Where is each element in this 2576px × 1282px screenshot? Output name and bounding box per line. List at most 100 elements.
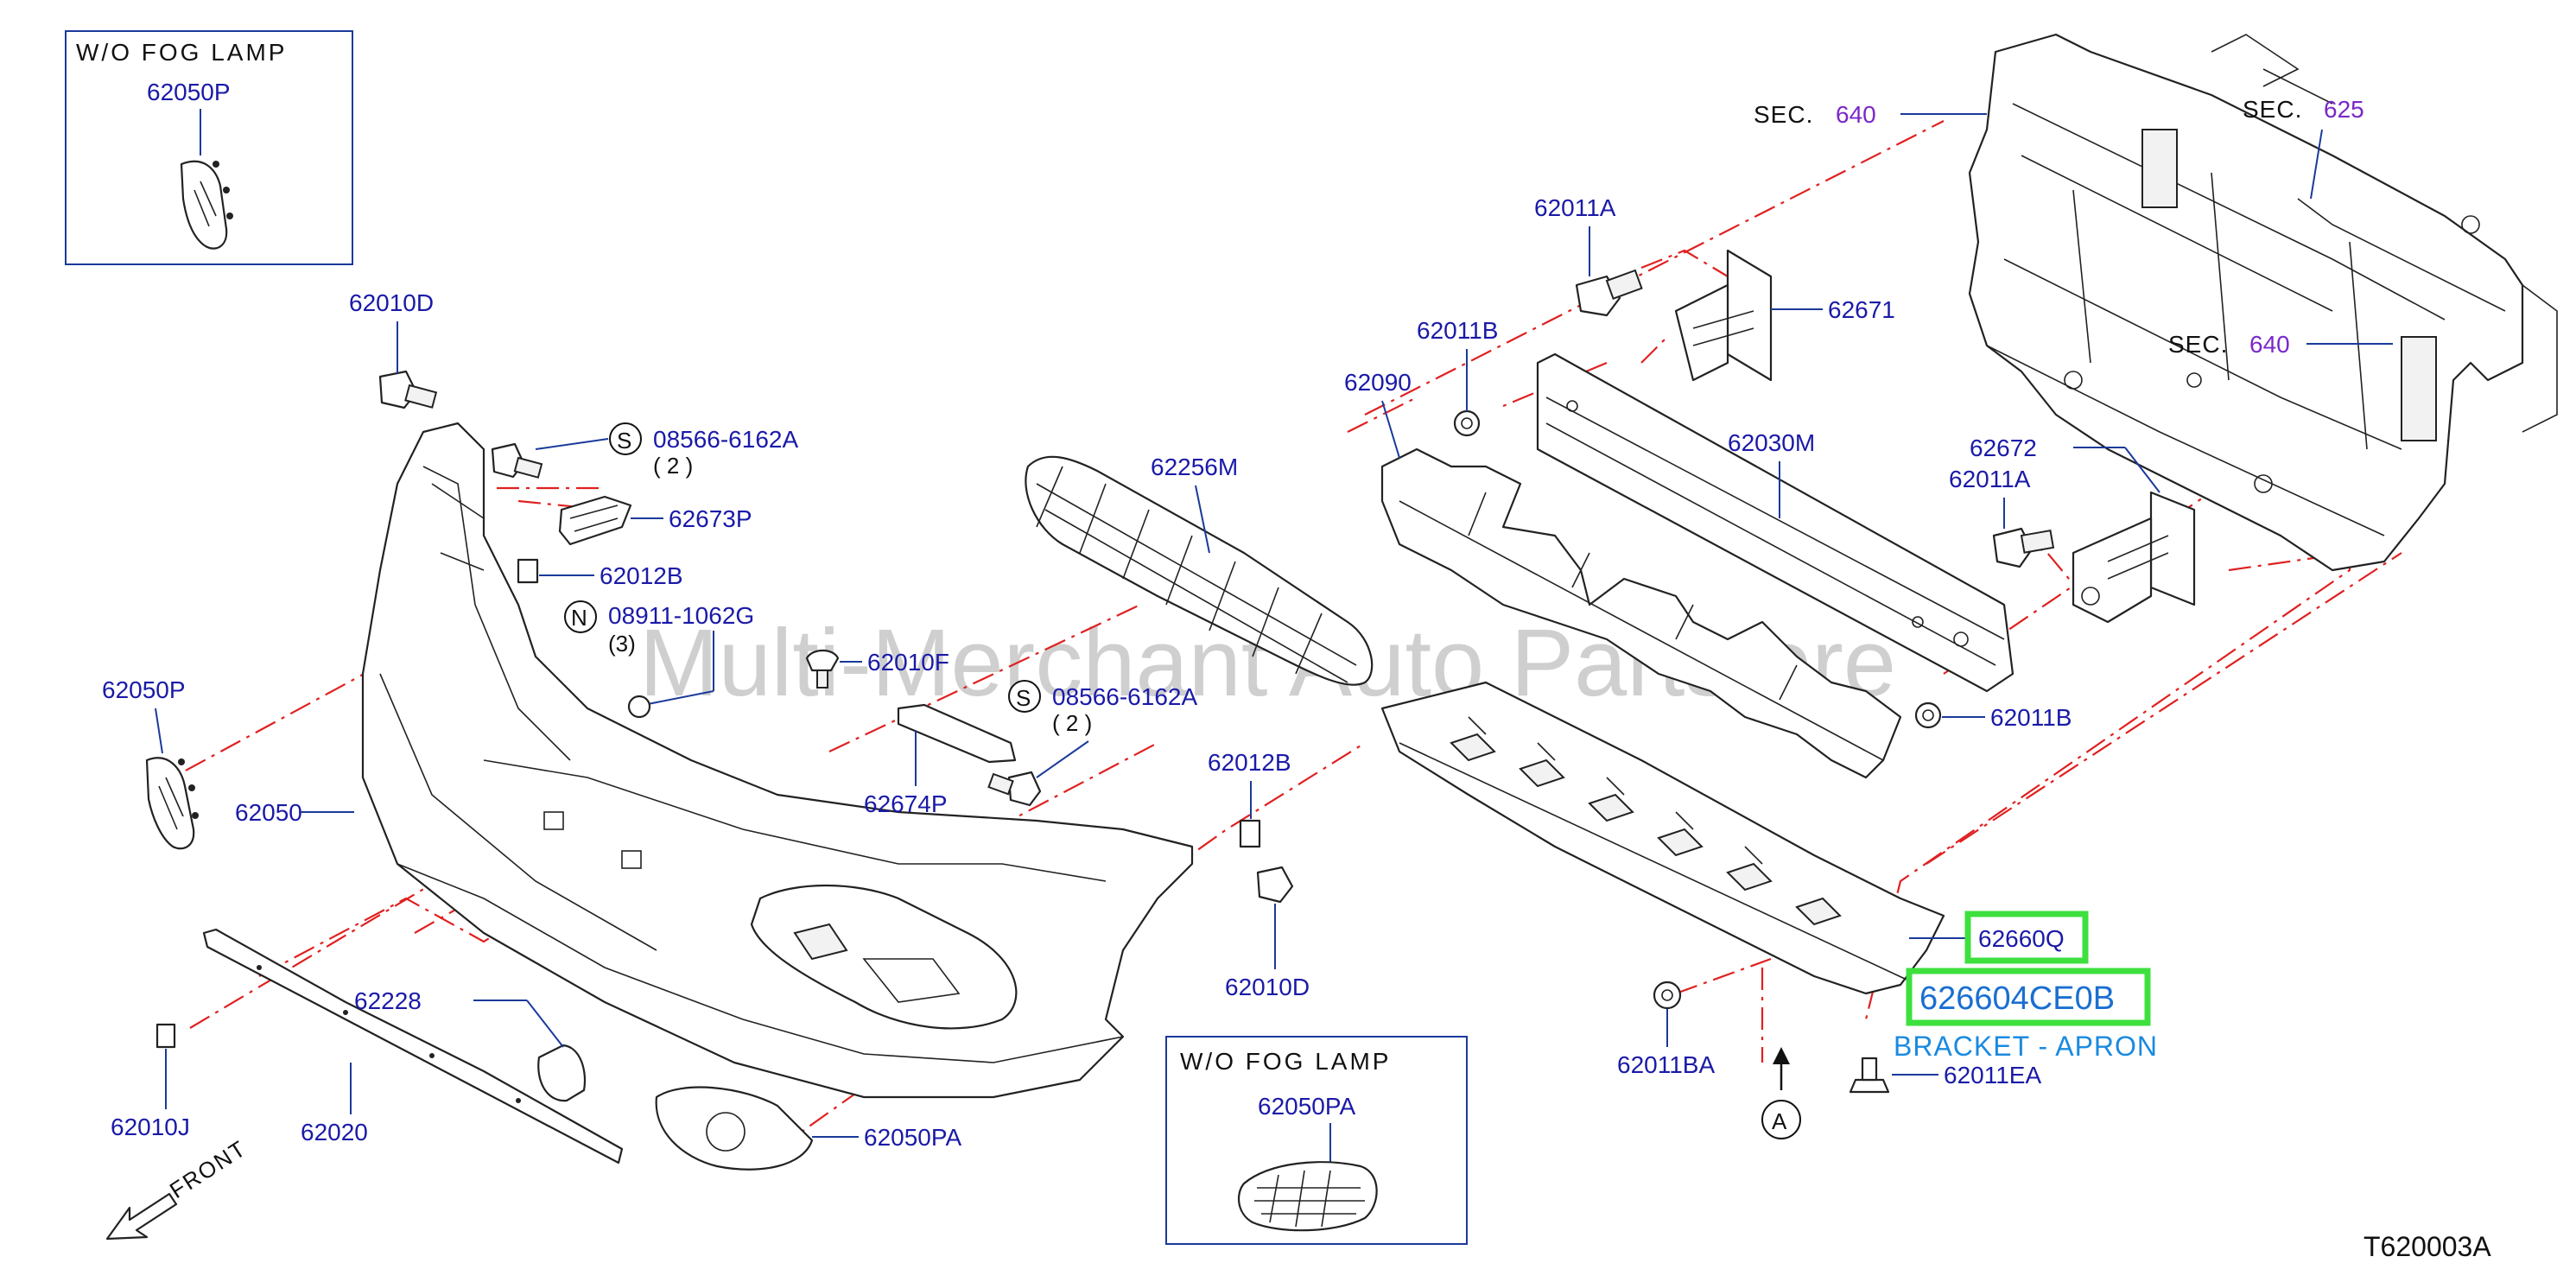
bracket-62674P bbox=[897, 703, 1017, 764]
fastener-n-08911-1062G: N 08911-1062G (3) bbox=[564, 600, 754, 705]
nut-62011B-top bbox=[1453, 409, 1481, 437]
part-62672[interactable]: 62672 bbox=[1970, 435, 2037, 461]
fastener-s-08566-6162A-b: S 08566-6162A ( 2 ) bbox=[1008, 680, 1197, 778]
label-62050: 62050 bbox=[235, 799, 354, 826]
part-62011B-a[interactable]: 62011B bbox=[1417, 317, 1498, 344]
part-62090[interactable]: 62090 bbox=[1344, 369, 1412, 396]
screw-08566-lower bbox=[987, 771, 1042, 807]
clip-62010J bbox=[155, 1023, 176, 1049]
label-62011A-a: 62011A bbox=[1534, 194, 1616, 276]
label-62010F: 62010F bbox=[840, 649, 949, 676]
radiator-core-support bbox=[1968, 33, 2558, 572]
svg-text:SEC.: SEC. bbox=[1754, 101, 1813, 128]
svg-text:SEC.: SEC. bbox=[2243, 96, 2302, 123]
grille-cover-62050PA-inset bbox=[1237, 1161, 1378, 1232]
nut-62011B-lower bbox=[1914, 701, 1942, 729]
section-ref-640-b: SEC. 640 bbox=[2168, 331, 2393, 358]
label-62011B-a: 62011B bbox=[1417, 317, 1498, 411]
part-62012B-a[interactable]: 62012B bbox=[600, 562, 683, 589]
part-62674P[interactable]: 62674P bbox=[864, 790, 948, 817]
nut-08911 bbox=[627, 695, 651, 719]
svg-text:640: 640 bbox=[1836, 101, 1876, 128]
clip-62012B-right bbox=[1239, 819, 1261, 848]
svg-text:SEC.: SEC. bbox=[2168, 331, 2228, 358]
svg-text:625: 625 bbox=[2324, 96, 2364, 123]
callout-a: A bbox=[1761, 1047, 1801, 1139]
nut-62011BA bbox=[1653, 981, 1682, 1010]
clip-62012B-top bbox=[517, 558, 539, 584]
part-62011EA[interactable]: 62011EA bbox=[1944, 1062, 2041, 1088]
part-62010D-a[interactable]: 62010D bbox=[349, 289, 434, 316]
bolt-62011A-top bbox=[1575, 269, 1643, 317]
inset-without-fog-lamp-top: W/O FOG LAMP 62050P bbox=[65, 30, 353, 265]
label-62010D-a: 62010D bbox=[349, 289, 434, 373]
badge-s-b: S bbox=[1016, 685, 1031, 711]
label-62050PA: 62050PA bbox=[812, 1124, 961, 1151]
inset-top-part-62050P[interactable]: 62050P bbox=[147, 79, 231, 105]
label-62012B-a: 62012B bbox=[539, 562, 683, 589]
part-62673P[interactable]: 62673P bbox=[669, 505, 752, 532]
bracket-62672 bbox=[2072, 491, 2196, 624]
part-62050[interactable]: 62050 bbox=[235, 799, 302, 826]
part-62012B-b[interactable]: 62012B bbox=[1208, 749, 1291, 776]
fastener-code-n[interactable]: 08911-1062G bbox=[608, 602, 754, 629]
inset-bottom-part-62050PA[interactable]: 62050PA bbox=[1258, 1093, 1355, 1120]
part-62011B-b[interactable]: 62011B bbox=[1990, 704, 2072, 731]
label-62011BA: 62011BA bbox=[1617, 1009, 1715, 1078]
label-62012B-b: 62012B bbox=[1208, 749, 1291, 819]
part-62020[interactable]: 62020 bbox=[301, 1119, 368, 1146]
fog-cover-62050P-inset bbox=[180, 160, 228, 250]
bracket-62671 bbox=[1674, 249, 1773, 382]
svg-text:640: 640 bbox=[2249, 331, 2290, 358]
part-62660Q[interactable]: 62660Q bbox=[1978, 925, 2065, 952]
part-62030M[interactable]: 62030M bbox=[1728, 429, 1815, 456]
bracket-62673P bbox=[558, 495, 632, 546]
section-ref-640-a: SEC. 640 bbox=[1754, 101, 1987, 128]
part-62671[interactable]: 62671 bbox=[1828, 296, 1895, 323]
bumper-fascia-62050 bbox=[361, 422, 1194, 1099]
label-62030M: 62030M bbox=[1728, 429, 1815, 518]
label-62674P: 62674P bbox=[864, 731, 948, 817]
diagram-code: T620003A bbox=[2363, 1231, 2491, 1262]
part-62011A-a[interactable]: 62011A bbox=[1534, 194, 1616, 221]
label-62256M: 62256M bbox=[1151, 454, 1238, 554]
clip-62010F bbox=[805, 649, 840, 689]
label-62011A-b: 62011A bbox=[1949, 466, 2031, 529]
fastener-qty-n: (3) bbox=[608, 631, 636, 657]
fog-lamp-cover-62050PA bbox=[655, 1086, 814, 1171]
label-62011B-b: 62011B bbox=[1942, 704, 2072, 731]
label-62090: 62090 bbox=[1344, 369, 1412, 459]
part-62010F[interactable]: 62010F bbox=[867, 649, 949, 676]
badge-s-a: S bbox=[617, 428, 631, 454]
highlighted-part-62660Q[interactable]: 62660Q bbox=[1909, 911, 2089, 964]
front-label: FRONT bbox=[165, 1135, 251, 1203]
screw-08566-top bbox=[491, 442, 543, 479]
label-62228: 62228 bbox=[354, 987, 564, 1048]
front-direction: FRONT bbox=[105, 1135, 251, 1241]
part-62010J[interactable]: 62010J bbox=[111, 1114, 190, 1140]
part-62050PA[interactable]: 62050PA bbox=[864, 1124, 961, 1151]
part-62010D-b[interactable]: 62010D bbox=[1225, 974, 1310, 1000]
part-62256M[interactable]: 62256M bbox=[1151, 454, 1238, 480]
cap-62228 bbox=[537, 1044, 586, 1102]
fastener-s-08566-6162A-a: S 08566-6162A ( 2 ) bbox=[535, 422, 798, 479]
clip-62011EA bbox=[1849, 1057, 1890, 1094]
label-62020: 62020 bbox=[301, 1063, 368, 1146]
section-ref-625: SEC. 625 bbox=[2243, 96, 2364, 200]
fastener-code-s-b[interactable]: 08566-6162A bbox=[1052, 683, 1197, 710]
label-62011EA: 62011EA bbox=[1892, 1062, 2041, 1088]
label-62671: 62671 bbox=[1771, 296, 1895, 323]
bolt-62010D-right bbox=[1256, 866, 1294, 904]
part-number-626604CE0B[interactable]: 626604CE0B bbox=[1919, 981, 2115, 1017]
garnish-62020 bbox=[202, 928, 624, 1165]
apron-bracket-62660Q bbox=[1380, 681, 1945, 995]
highlighted-number-626604CE0B[interactable]: 626604CE0B BRACKET - APRON bbox=[1894, 968, 2158, 1062]
label-62010D-b: 62010D bbox=[1225, 904, 1310, 1000]
part-62050P[interactable]: 62050P bbox=[102, 676, 186, 703]
part-62228[interactable]: 62228 bbox=[354, 987, 422, 1014]
part-62011BA[interactable]: 62011BA bbox=[1617, 1051, 1715, 1078]
bumper-reinforcement-62030M bbox=[1536, 352, 2014, 693]
fastener-code-s-a[interactable]: 08566-6162A bbox=[653, 426, 798, 453]
part-62011A-b[interactable]: 62011A bbox=[1949, 466, 2031, 492]
